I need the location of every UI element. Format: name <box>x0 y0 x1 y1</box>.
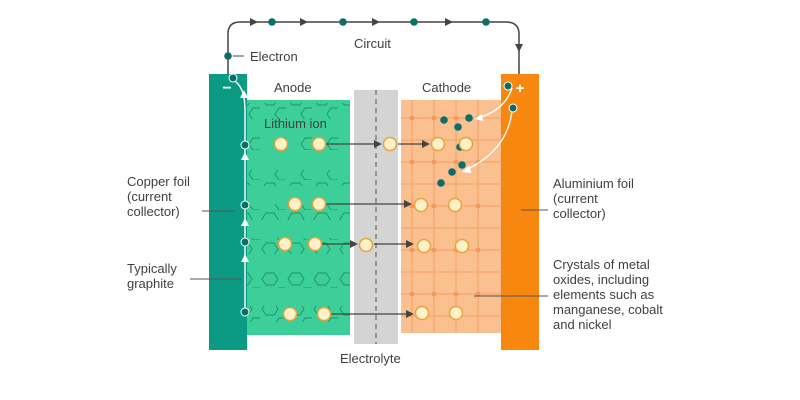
cathode-label: Cathode <box>422 80 472 95</box>
circuit-label: Circuit <box>354 36 391 51</box>
aluminium-electron-path-2 <box>465 109 513 171</box>
copper-arrows <box>240 90 249 262</box>
circuit-arrows <box>250 18 523 52</box>
cathode-region <box>401 100 501 333</box>
ion-arrows <box>322 140 430 318</box>
electron-label: Electron <box>250 49 298 64</box>
aluminium-foil <box>501 74 539 350</box>
crystals-label: Crystals of metal oxides, including elem… <box>553 257 663 332</box>
aluminium-electrons <box>503 81 518 113</box>
copper-foil-label: Copper foil (current collector) <box>127 174 190 219</box>
lithium-ion-label: Lithium ion <box>264 116 327 131</box>
graphite-label: Typically graphite <box>127 261 177 291</box>
circuit-electrons <box>224 18 490 60</box>
lithium-ions <box>273 136 474 322</box>
cathode-electrons <box>437 114 473 187</box>
electrolyte-label: Electrolyte <box>340 351 401 366</box>
minus-sign: − <box>222 80 231 97</box>
aluminium-foil-label: Aluminium foil (current collector) <box>553 176 634 221</box>
copper-foil <box>209 74 247 350</box>
leader-lines <box>190 209 548 297</box>
anode-label: Anode <box>274 80 312 95</box>
plus-sign: + <box>516 80 525 97</box>
electron-legend-dot <box>224 52 232 60</box>
copper-electrons <box>228 73 250 317</box>
